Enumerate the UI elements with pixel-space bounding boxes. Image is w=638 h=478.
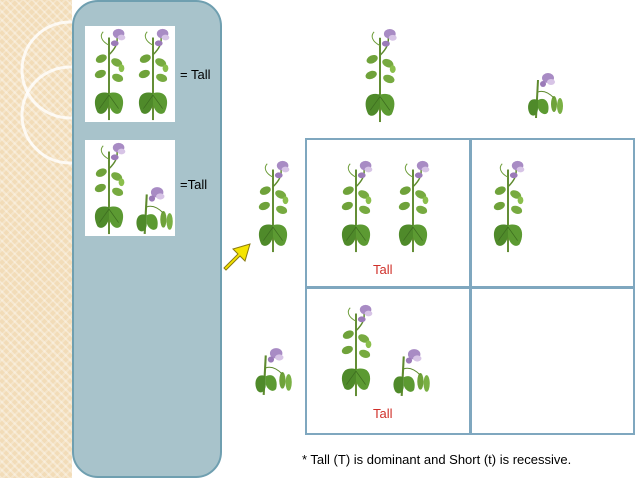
short-pea-plant-icon: [131, 184, 175, 236]
yellow-arrow-icon: [223, 243, 251, 271]
tall-pea-plant-icon: [333, 302, 379, 398]
legend-box-tall-short: [85, 140, 175, 236]
tall-pea-plant-icon: [87, 26, 131, 122]
legend-box-tall-tall: [85, 26, 175, 122]
tall-pea-plant-icon: [87, 140, 131, 236]
tall-pea-plant-icon: [357, 26, 403, 124]
punnett-square: [305, 138, 635, 435]
tall-pea-plant-icon: [333, 158, 379, 254]
grid-divider-horizontal: [307, 286, 633, 289]
short-pea-plant-icon: [522, 70, 566, 120]
tall-pea-plant-icon: [250, 158, 296, 254]
short-pea-plant-icon: [388, 346, 432, 398]
short-pea-plant-icon: [250, 345, 294, 397]
decorative-stripe: [0, 0, 72, 478]
tall-pea-plant-icon: [485, 158, 531, 254]
legend-label-tall-tall: = Tall: [180, 67, 211, 82]
footnote: * Tall (T) is dominant and Short (t) is …: [302, 452, 572, 467]
decorative-circles: [20, 20, 72, 165]
tall-pea-plant-icon: [390, 158, 436, 254]
cell-label-tall-1: Tall: [373, 262, 393, 277]
legend-label-tall-short: =Tall: [180, 177, 208, 192]
tall-pea-plant-icon: [131, 26, 175, 122]
cell-label-tall-3: Tall: [373, 406, 393, 421]
